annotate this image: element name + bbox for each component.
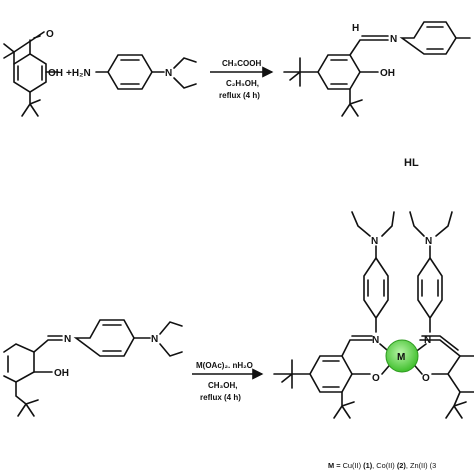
imine-n-label: N — [390, 34, 397, 45]
phenol-oh-label: OH — [48, 68, 63, 79]
complex-n-left-label: N — [372, 335, 379, 346]
footnote-cu: Cu(II) — [343, 461, 364, 470]
footnote-text: M = Cu(II) (1), Co(II) (2), Zn(II) (3 — [328, 461, 436, 470]
reaction2-solvent: CH₃OH, — [208, 381, 237, 390]
metal-footnote: M = Cu(II) (1), Co(II) (2), Zn(II) (3 — [328, 461, 436, 470]
amine-nitrogen-label: N — [165, 68, 172, 79]
reaction2-reagent: M(OAc)₂. nH₂O — [196, 361, 253, 370]
complex-amine-right-label: N — [425, 236, 432, 247]
aldehyde-oxygen-label: O — [46, 29, 54, 40]
reaction1-arrow: CH₃COOH C₂H₅OH, reflux (4 h) — [210, 59, 274, 100]
ligand-hl-label: HL — [404, 157, 419, 169]
ligand-amine-n-label: N — [151, 334, 158, 345]
reaction1-time: reflux (4 h) — [219, 91, 260, 100]
reaction1-solvent: C₂H₅OH, — [226, 79, 259, 88]
reaction2-time: reflux (4 h) — [200, 393, 241, 402]
reaction1-reagent: CH₃COOH — [222, 59, 261, 68]
complex-n-right-label: N — [424, 335, 431, 346]
reactant-amine: +H₂N N — [66, 54, 197, 90]
complex-amine-left-label: N — [371, 236, 378, 247]
product-hl: H N OH HL — [283, 21, 471, 169]
ligand-imine-n-label: N — [64, 334, 71, 345]
complex-o-right-label: O — [422, 373, 430, 384]
footnote-cu-num: (1) — [363, 461, 373, 470]
product-oh-label: OH — [380, 68, 395, 79]
metal-m-label: M — [397, 352, 405, 363]
imine-h-label: H — [352, 23, 359, 34]
ligand-oh-label: OH — [54, 368, 69, 379]
complex-o-left-label: O — [372, 373, 380, 384]
reaction2-arrow: M(OAc)₂. nH₂O CH₃OH, reflux (4 h) — [192, 361, 264, 402]
metal-complex: M N N O O N N — [273, 211, 474, 419]
plus-amine-label: +H₂N — [66, 68, 91, 79]
footnote-co-num: (2) — [397, 461, 407, 470]
metal-center — [385, 339, 419, 373]
footnote-co: , Co(II) — [372, 461, 397, 470]
reactant-ligand: N OH N — [3, 319, 183, 417]
footnote-zn: , Zn(II) (3 — [406, 461, 436, 470]
footnote-prefix: M = — [328, 461, 343, 470]
reactant-salicylaldehyde: O OH — [3, 29, 63, 117]
